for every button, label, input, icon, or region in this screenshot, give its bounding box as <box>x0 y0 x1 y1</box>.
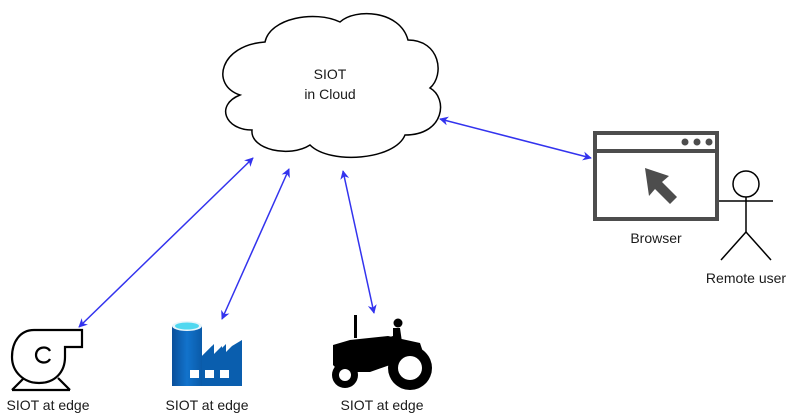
factory-icon[interactable] <box>172 321 242 386</box>
cloud-shape[interactable] <box>222 12 442 158</box>
edge-label-pump: SIOT at edge <box>6 397 90 413</box>
browser-label: Browser <box>630 230 682 246</box>
tractor-icon[interactable] <box>332 315 432 390</box>
edge-label-factory: SIOT at edge <box>165 397 249 413</box>
blower-pump-icon[interactable] <box>10 328 84 392</box>
connector-cloud-factory[interactable] <box>221 168 290 320</box>
connector-cloud-pump[interactable] <box>78 157 254 328</box>
remote-user-label: Remote user <box>705 270 787 286</box>
cloud-label-line1: SIOT <box>313 66 347 82</box>
connector-cloud-browser[interactable] <box>439 116 592 161</box>
cloud-label-line2: in Cloud <box>304 86 356 102</box>
edge-label-tractor: SIOT at edge <box>340 397 424 413</box>
cursor-arrow-icon <box>645 168 677 204</box>
remote-user-icon[interactable] <box>719 170 773 261</box>
connector-cloud-tractor[interactable] <box>340 170 377 314</box>
browser-window-icon[interactable] <box>593 131 719 221</box>
cloud-label: SIOT in Cloud <box>270 64 390 104</box>
